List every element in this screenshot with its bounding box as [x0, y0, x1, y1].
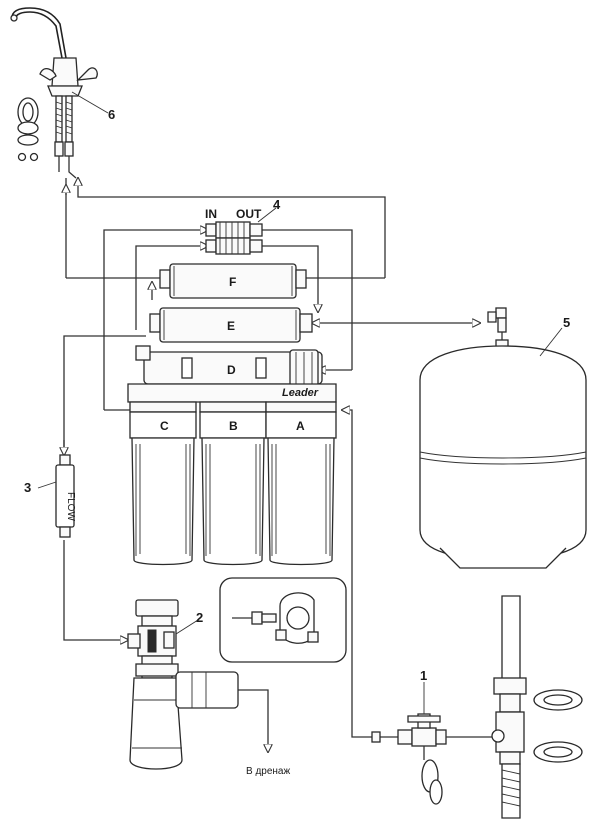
label-f: F: [229, 275, 236, 289]
label-1: 1: [420, 668, 427, 683]
leader-2: [175, 619, 199, 635]
tubing-lines: [64, 178, 480, 752]
label-2: 2: [196, 610, 203, 625]
label-c: C: [160, 419, 169, 433]
label-4: 4: [273, 197, 281, 212]
drain-saddle-siphon: [127, 599, 239, 770]
leader-3: [37, 481, 57, 489]
saddle-detail-inset: [219, 577, 347, 663]
leader-4: [257, 207, 277, 223]
label-6: 6: [108, 107, 115, 122]
storage-tank: [419, 307, 587, 569]
brand-leader: Leader: [282, 387, 319, 399]
leader-5: [539, 327, 563, 357]
label-out: OUT: [236, 207, 262, 221]
filter-housings: Leader: [127, 383, 337, 566]
module-d: [135, 345, 323, 387]
label-in: IN: [205, 207, 217, 221]
flow-restrictor: FLOW: [55, 454, 76, 538]
label-b: B: [229, 419, 238, 433]
flow-label: FLOW: [65, 492, 76, 521]
post-filter-f: [159, 263, 307, 299]
label-3: 3: [24, 480, 31, 495]
check-valves: [205, 221, 263, 255]
leader-6: [71, 91, 109, 114]
faucet: [10, 7, 98, 179]
label-a: A: [296, 419, 305, 433]
feed-water-valve: [371, 595, 583, 819]
label-5: 5: [563, 315, 570, 330]
membrane-e: [149, 307, 313, 343]
drain-label: В дренаж: [246, 766, 290, 777]
label-e: E: [227, 319, 235, 333]
label-d: D: [227, 363, 236, 377]
